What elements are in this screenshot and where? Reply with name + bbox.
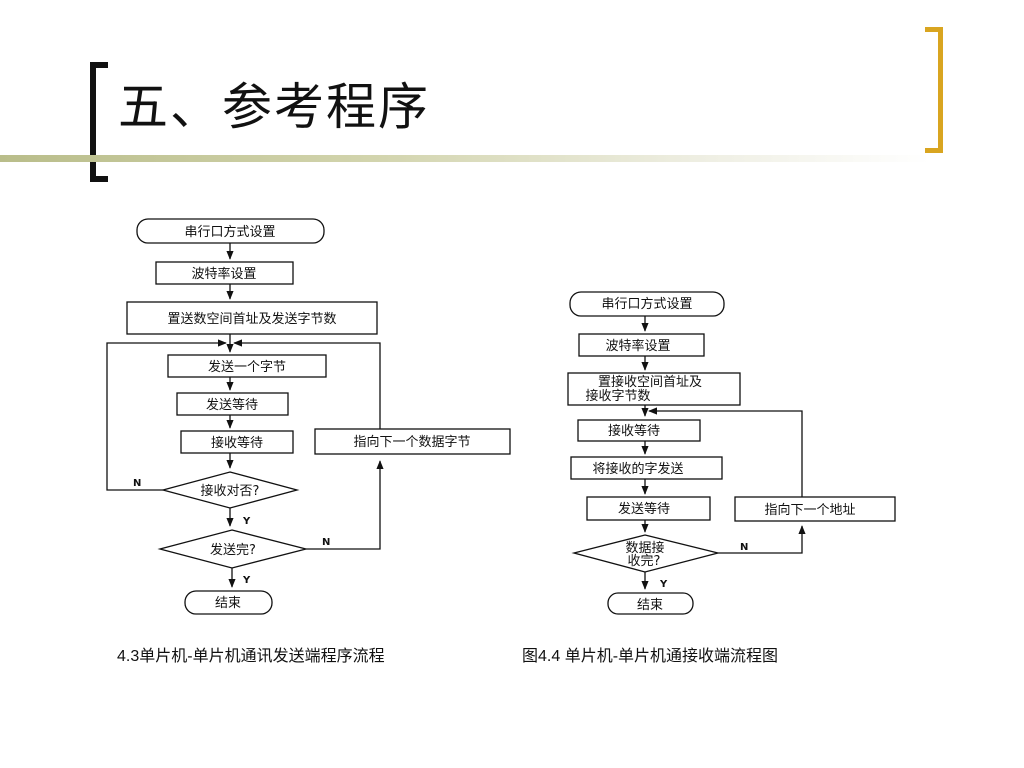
recv-send-wait-node bbox=[586, 496, 711, 521]
send-wait-node bbox=[176, 392, 289, 416]
send-set-addr-node bbox=[126, 301, 378, 335]
send-label-y1: Y bbox=[242, 516, 251, 527]
recv-check-n-line bbox=[718, 525, 806, 554]
send-serial-setup-label: 串行口方式设置 bbox=[184, 224, 275, 240]
recv-serial-setup-node bbox=[569, 291, 725, 317]
recv-set-addr-line2-label: 接收字节数 bbox=[585, 388, 650, 404]
send-baud-node bbox=[155, 261, 294, 285]
send-set-addr-label: 置送数空间首址及发送字节数 bbox=[167, 311, 336, 327]
send-recv-wait-label: 接收等待 bbox=[211, 435, 263, 451]
send-flowchart-labels: 串行口方式设置 波特率设置 置送数空间首址及发送字节数 发送一个字节 发送等待 … bbox=[167, 224, 470, 611]
recv-echo-label: 将接收的字发送 bbox=[592, 461, 683, 477]
send-flowchart-edge-labels: N Y N Y bbox=[133, 478, 330, 586]
recv-wait-label: 接收等待 bbox=[608, 423, 660, 439]
recv-flowchart bbox=[567, 291, 896, 615]
send-loop-next-line bbox=[233, 339, 381, 429]
recv-send-wait-label: 发送等待 bbox=[618, 501, 670, 517]
recv-wait-node bbox=[577, 419, 701, 442]
right-bracket-decoration bbox=[925, 27, 943, 153]
recv-check-line2-label: 收完? bbox=[628, 554, 661, 569]
recv-check-line1-label: 数据接 bbox=[625, 540, 664, 556]
send-label-n2: N bbox=[322, 537, 330, 548]
recv-flowchart-labels: 串行口方式设置 波特率设置 置接收空间首址及 接收字节数 接收等待 将接收的字发… bbox=[585, 296, 855, 613]
recv-flowchart-edge-labels: N Y bbox=[659, 542, 748, 590]
send-label-n1: N bbox=[133, 478, 141, 489]
recv-set-addr-node bbox=[567, 372, 741, 406]
recv-baud-label: 波特率设置 bbox=[605, 338, 670, 354]
send-loop-n-line bbox=[106, 339, 227, 491]
recv-next-addr-node bbox=[734, 496, 896, 522]
recv-echo-node bbox=[570, 456, 723, 480]
send-end-label: 结束 bbox=[215, 596, 241, 611]
title-underline-bar bbox=[0, 155, 930, 162]
send-byte-label: 发送一个字节 bbox=[208, 359, 286, 375]
recv-label-n: N bbox=[740, 542, 748, 553]
recv-set-addr-line1-label: 置接收空间首址及 bbox=[598, 374, 702, 390]
recv-serial-setup-label: 串行口方式设置 bbox=[601, 296, 692, 312]
recv-baud-node bbox=[578, 333, 705, 357]
send-flowchart bbox=[106, 218, 511, 615]
send-recv-wait-node bbox=[180, 430, 294, 454]
send-caption: 4.3单片机-单片机通讯发送端程序流程 bbox=[117, 648, 385, 665]
left-bracket-decoration bbox=[90, 62, 108, 182]
send-done-n-line bbox=[306, 460, 384, 550]
recv-end-label: 结束 bbox=[637, 598, 663, 613]
send-check-done-label: 发送完? bbox=[210, 542, 256, 558]
recv-end-node bbox=[607, 592, 694, 615]
slide-title: 五、参考程序 bbox=[118, 78, 430, 136]
recv-label-y: Y bbox=[659, 579, 668, 590]
send-wait-label: 发送等待 bbox=[206, 397, 258, 413]
send-baud-label: 波特率设置 bbox=[191, 266, 256, 282]
send-end-node bbox=[184, 590, 273, 615]
recv-loop-line bbox=[648, 407, 803, 497]
send-label-y2: Y bbox=[242, 575, 251, 586]
send-next-byte-label: 指向下一个数据字节 bbox=[353, 434, 470, 450]
send-byte-node bbox=[167, 354, 327, 378]
send-check-recv-label: 接收对否? bbox=[201, 483, 260, 499]
send-next-byte-node bbox=[314, 428, 511, 455]
recv-next-addr-label: 指向下一个地址 bbox=[764, 502, 855, 518]
recv-caption: 图4.4 单片机-单片机通接收端流程图 bbox=[522, 648, 779, 665]
